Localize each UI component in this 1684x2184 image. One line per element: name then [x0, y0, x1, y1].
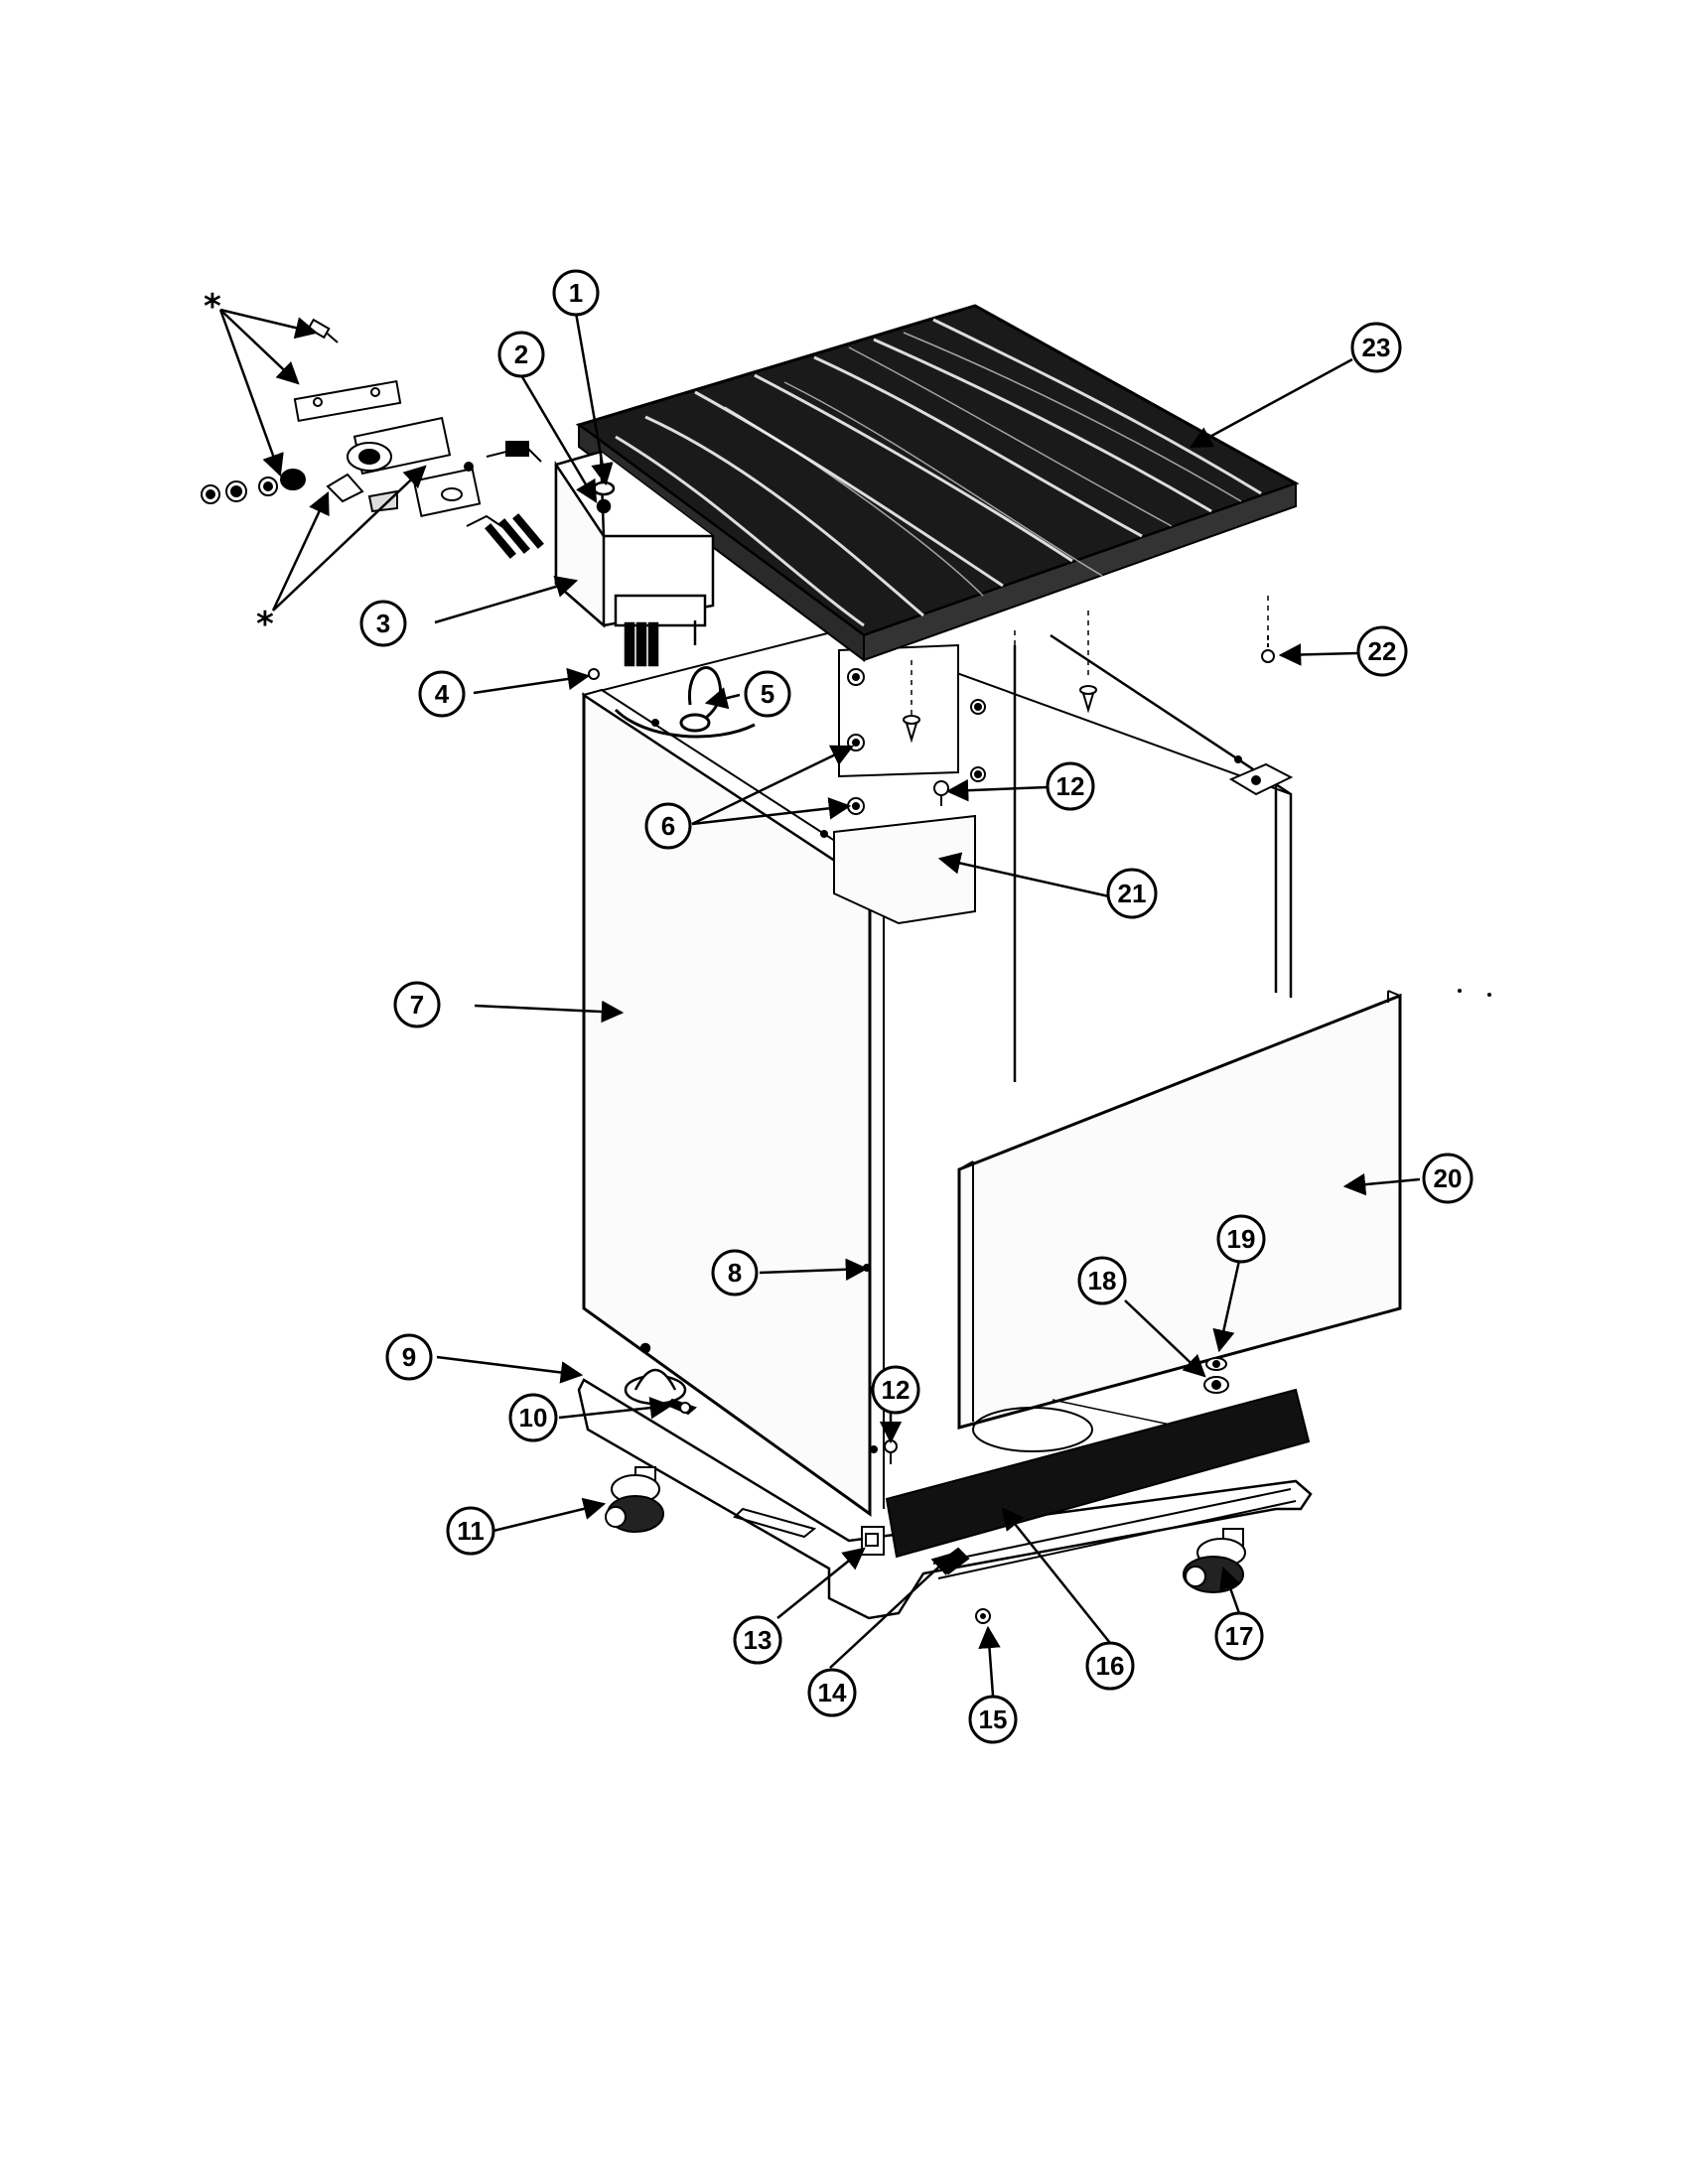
svg-text:21: 21: [1118, 879, 1147, 908]
callout-4: 4: [418, 670, 466, 718]
hose-clamp: [614, 666, 756, 739]
svg-text:22: 22: [1368, 636, 1397, 666]
asterisk-marker-top: *: [204, 287, 221, 327]
callout-21: 21: [1106, 868, 1158, 919]
svg-text:18: 18: [1088, 1266, 1117, 1296]
callout-19: 19: [1216, 1214, 1266, 1264]
callout-18: 18: [1077, 1256, 1127, 1305]
svg-text:11: 11: [457, 1516, 485, 1546]
callout-20: 20: [1422, 1153, 1474, 1204]
fasteners: [588, 635, 1275, 1624]
svg-text:5: 5: [761, 679, 774, 709]
svg-text:20: 20: [1434, 1163, 1463, 1193]
callout-12-lower: 12: [871, 1365, 920, 1415]
svg-text:8: 8: [728, 1258, 742, 1288]
callout-12-upper: 12: [1046, 761, 1095, 811]
back-panel-flange: [958, 990, 1401, 1422]
leader-lines: [434, 312, 1421, 1697]
caster-left: [605, 1466, 664, 1533]
svg-text:4: 4: [435, 679, 450, 709]
callout-5: 5: [744, 670, 791, 718]
stray-marks: [1458, 989, 1491, 997]
callout-3: 3: [359, 600, 407, 647]
toe-kick-rail: [932, 1488, 1297, 1579]
svg-text:15: 15: [979, 1705, 1008, 1734]
rear-label-panel: [833, 814, 976, 925]
svg-text:1: 1: [569, 278, 583, 308]
back-access-panel: [957, 993, 1402, 1430]
svg-text:2: 2: [514, 340, 528, 369]
toe-kick-bar: [885, 1388, 1311, 1559]
callout-17: 17: [1214, 1611, 1264, 1661]
callout-set: 1 2 3 4 5 6 7 8 9 10 11 12 12 13 14 15 1…: [359, 269, 1474, 1744]
callout-6: 6: [644, 802, 692, 850]
mounting-plate: [838, 643, 986, 815]
callout-9: 9: [385, 1333, 433, 1381]
switch-assembly: [201, 318, 544, 559]
asterisk-marker-bottom: *: [256, 605, 274, 644]
svg-text:6: 6: [661, 811, 675, 841]
svg-text:7: 7: [410, 990, 424, 1020]
callout-10: 10: [508, 1393, 558, 1442]
callout-1: 1: [552, 269, 600, 317]
callout-2: 2: [497, 331, 545, 378]
svg-text:14: 14: [818, 1678, 847, 1707]
callout-16: 16: [1085, 1641, 1135, 1691]
caster-right: [1183, 1528, 1246, 1593]
svg-text:13: 13: [744, 1625, 772, 1655]
svg-text:10: 10: [519, 1403, 548, 1433]
svg-text:12: 12: [1056, 771, 1085, 801]
asterisk-callouts: * *: [204, 287, 427, 644]
svg-text:12: 12: [882, 1375, 911, 1405]
callout-13: 13: [733, 1615, 782, 1665]
svg-text:17: 17: [1225, 1621, 1254, 1651]
countertop: [575, 304, 1300, 744]
callout-11: 11: [446, 1506, 495, 1556]
svg-text:3: 3: [376, 609, 390, 638]
right-bracket: [1228, 755, 1294, 796]
callout-23: 23: [1350, 322, 1402, 373]
callout-22: 22: [1356, 625, 1408, 677]
svg-text:23: 23: [1362, 333, 1391, 362]
callout-7: 7: [393, 981, 441, 1028]
callout-14: 14: [807, 1668, 857, 1717]
svg-text:19: 19: [1227, 1224, 1256, 1254]
svg-text:16: 16: [1096, 1651, 1125, 1681]
callout-15: 15: [968, 1695, 1018, 1744]
svg-text:9: 9: [402, 1342, 416, 1372]
callout-8: 8: [711, 1249, 759, 1297]
